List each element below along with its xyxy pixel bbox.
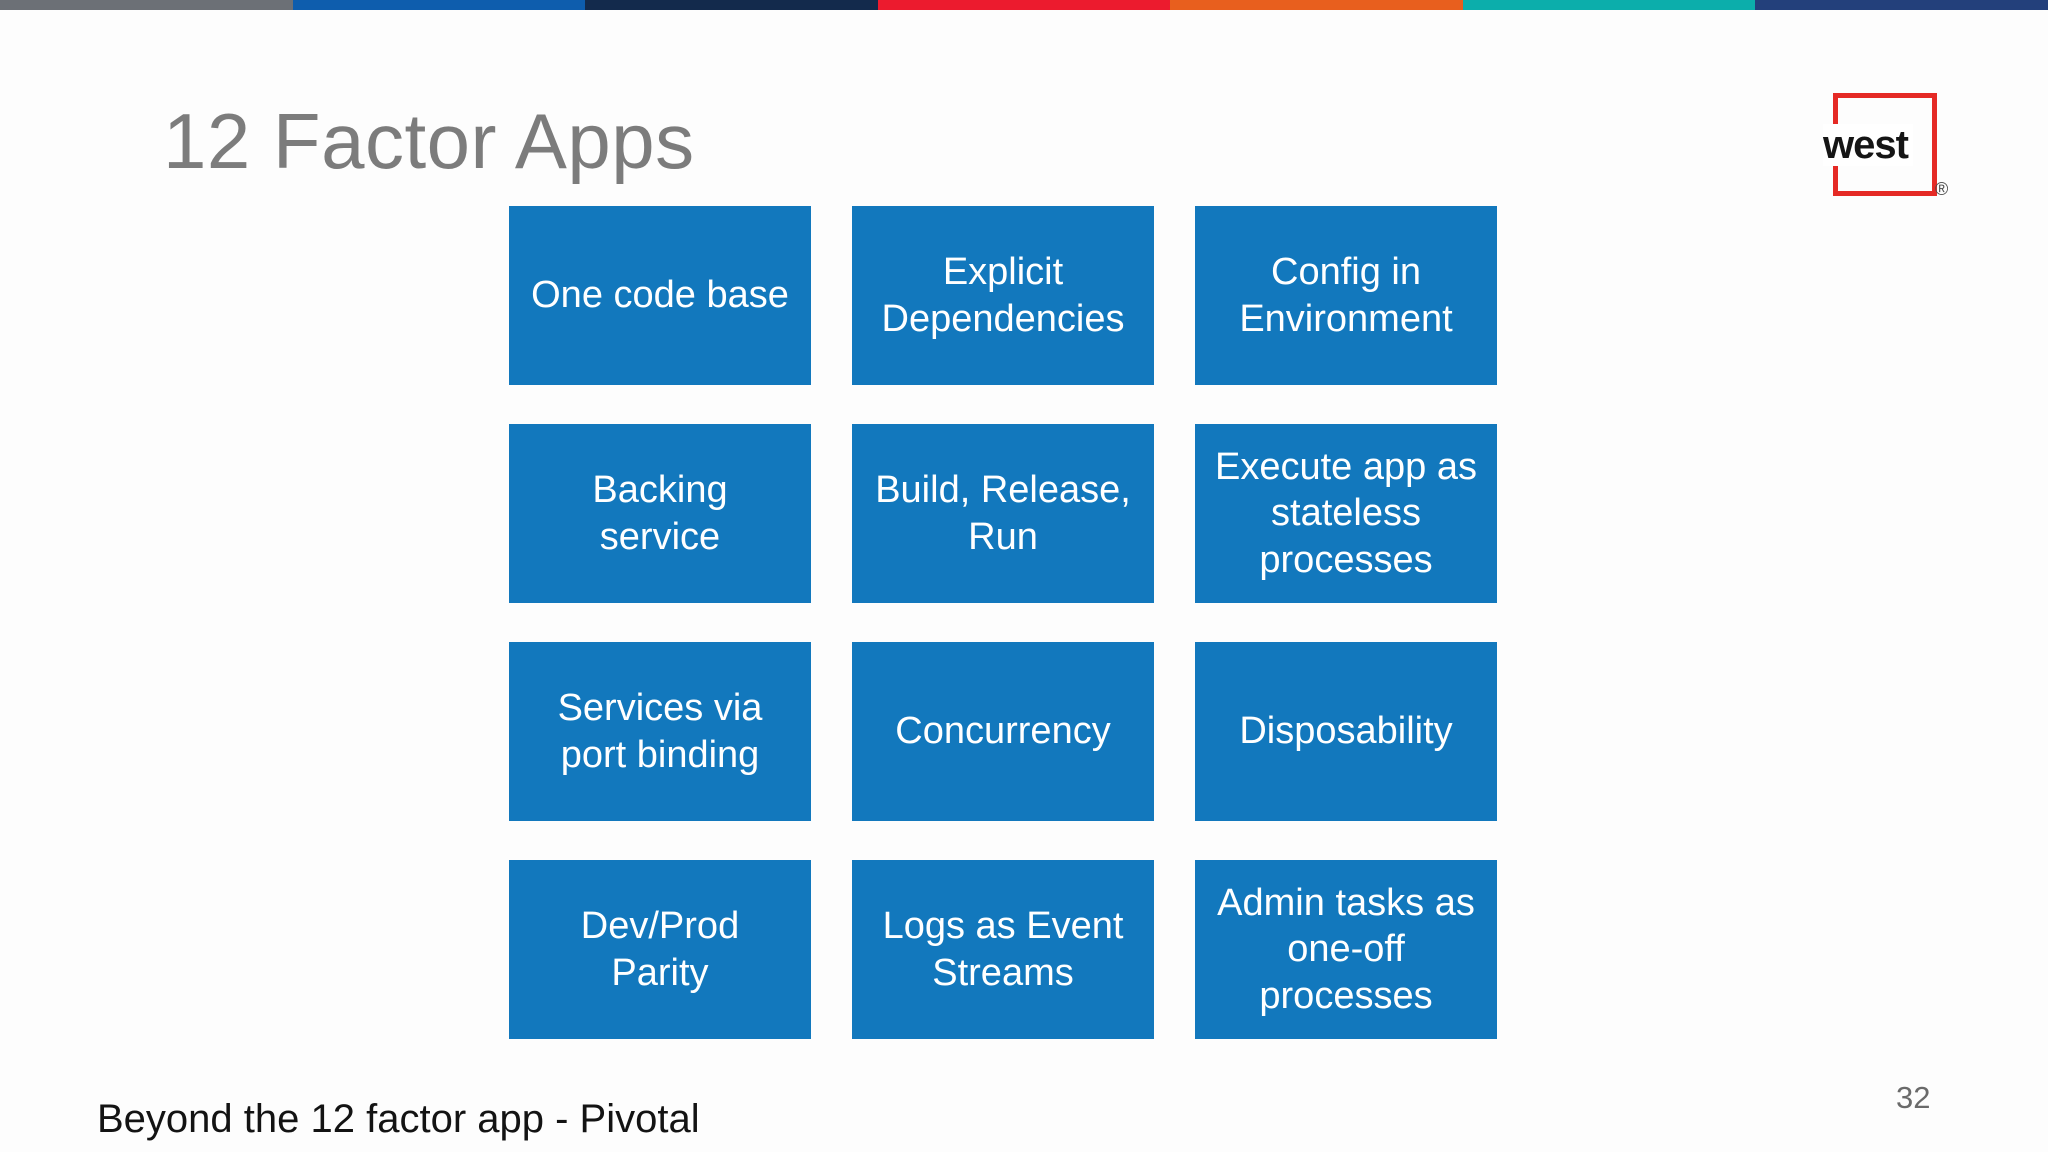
top-accent-bar bbox=[0, 0, 2048, 10]
accent-segment-teal bbox=[1462, 0, 1756, 10]
factor-box-disposability: Disposability bbox=[1195, 642, 1497, 821]
factor-box-build-release-run: Build, Release, Run bbox=[852, 424, 1154, 603]
factor-box-dev-prod-parity: Dev/Prod Parity bbox=[509, 860, 811, 1039]
accent-segment-gray bbox=[0, 0, 293, 10]
slide-title: 12 Factor Apps bbox=[163, 97, 695, 185]
factor-box-backing-service: Backing service bbox=[509, 424, 811, 603]
factor-box-port-binding: Services via port binding bbox=[509, 642, 811, 821]
factor-box-admin-tasks: Admin tasks as one-off processes bbox=[1195, 860, 1497, 1039]
factor-box-one-code-base: One code base bbox=[509, 206, 811, 385]
factor-box-logs-event-streams: Logs as Event Streams bbox=[852, 860, 1154, 1039]
source-citation: Beyond the 12 factor app - Pivotal bbox=[97, 1097, 700, 1141]
page-number: 32 bbox=[1896, 1080, 1931, 1115]
factor-box-concurrency: Concurrency bbox=[852, 642, 1154, 821]
accent-segment-red bbox=[877, 0, 1171, 10]
accent-segment-orange bbox=[1170, 0, 1463, 10]
accent-segment-navy bbox=[585, 0, 878, 10]
accent-segment-dark-blue bbox=[1755, 0, 2048, 10]
registered-trademark-icon: ® bbox=[1935, 179, 1949, 199]
factors-grid: One code base Explicit Dependencies Conf… bbox=[509, 206, 1498, 1039]
west-logo: west ® bbox=[1823, 93, 1948, 198]
factor-box-explicit-dependencies: Explicit Dependencies bbox=[852, 206, 1154, 385]
west-logo-text: west bbox=[1823, 123, 1913, 166]
accent-segment-blue bbox=[292, 0, 586, 10]
factor-box-stateless-processes: Execute app as stateless processes bbox=[1195, 424, 1497, 603]
factor-box-config-in-environment: Config in Environment bbox=[1195, 206, 1497, 385]
